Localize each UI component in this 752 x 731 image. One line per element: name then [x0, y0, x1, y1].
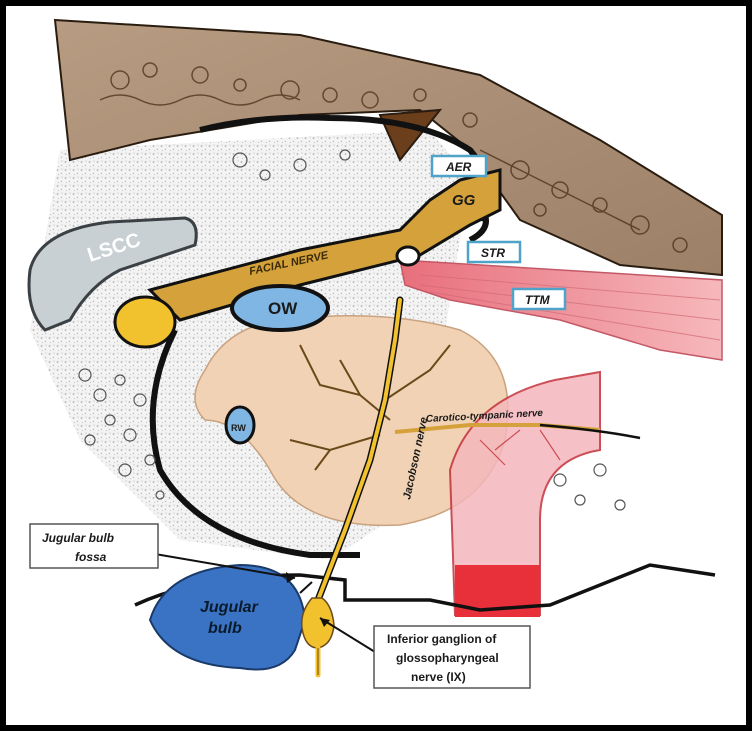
inferior-ganglion-label-1: Inferior ganglion of — [387, 632, 497, 646]
inferior-ganglion-label-2: glossopharyngeal — [396, 651, 499, 665]
jugular-bulb-fossa-label-2: fossa — [75, 550, 107, 564]
rw-label: RW — [231, 423, 246, 433]
aer-box: AER — [432, 156, 486, 176]
jugular-bulb-label-1: Jugular — [200, 599, 259, 616]
ow-label: OW — [268, 299, 298, 318]
jugular-bulb-fossa-box: Jugular bulb fossa — [30, 524, 158, 568]
jugular-bulb-fossa-label-1: Jugular bulb — [42, 531, 114, 545]
jugular-bulb-label-2: bulb — [208, 620, 242, 637]
str-box: STR — [468, 242, 520, 262]
ttm-box: TTM — [513, 289, 565, 309]
inferior-ganglion-box: Inferior ganglion of glossopharyngeal ne… — [374, 626, 530, 688]
aer-label: AER — [445, 160, 472, 174]
gg-label: GG — [452, 192, 476, 209]
str-ring — [397, 247, 419, 265]
ttm-label: TTM — [525, 293, 551, 307]
str-label: STR — [481, 246, 505, 260]
yellow-nerve-section — [115, 297, 175, 347]
inferior-ganglion-label-3: nerve (IX) — [411, 670, 466, 684]
